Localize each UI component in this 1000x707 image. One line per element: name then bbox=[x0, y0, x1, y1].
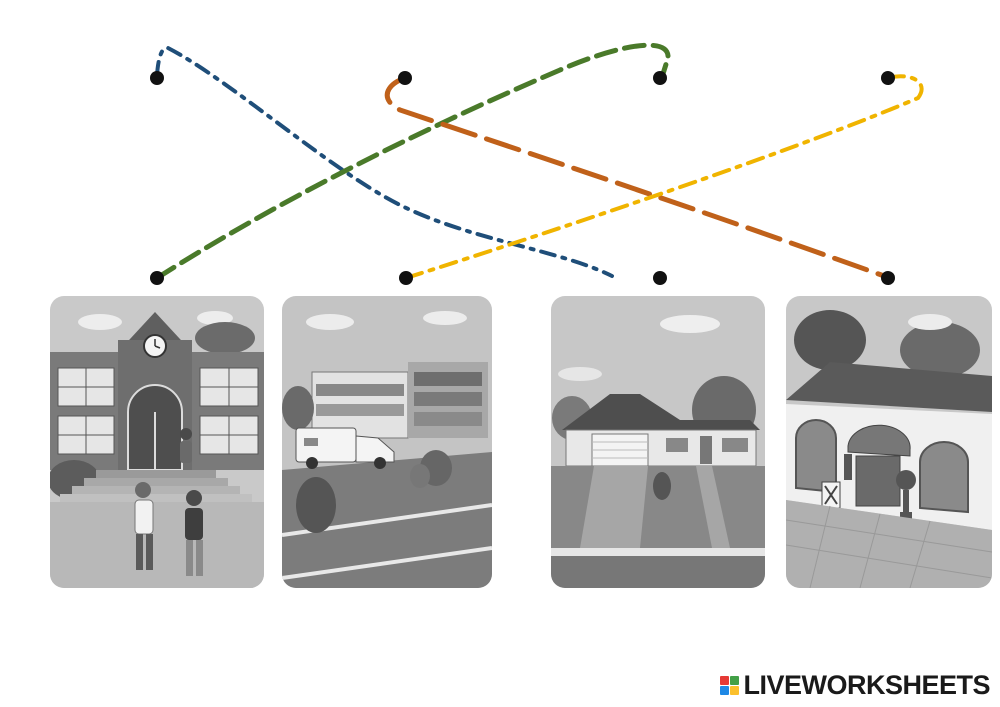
logo-block bbox=[730, 676, 740, 685]
cloud bbox=[78, 314, 122, 330]
tree bbox=[282, 386, 314, 430]
sign-board-icon bbox=[821, 481, 841, 509]
bush bbox=[296, 477, 336, 533]
top-dots bbox=[150, 71, 895, 85]
orange-long-dash-line[interactable] bbox=[385, 75, 890, 280]
logo-text: LIVEWORKSHEETS bbox=[743, 670, 990, 700]
yellow-dash-dot-line[interactable] bbox=[404, 74, 924, 280]
shop-window bbox=[795, 419, 837, 494]
liveworksheets-logo: LIVEWORKSHEETS bbox=[720, 672, 990, 699]
logo-block bbox=[720, 686, 730, 695]
cloud bbox=[558, 367, 602, 381]
shop-window bbox=[919, 441, 969, 514]
sidewalk bbox=[786, 500, 992, 588]
tree bbox=[900, 322, 980, 378]
dot-3[interactable] bbox=[653, 71, 667, 85]
dot-4[interactable] bbox=[881, 71, 895, 85]
house-roof bbox=[562, 394, 760, 430]
logo-block bbox=[720, 676, 730, 685]
dot-d[interactable] bbox=[881, 271, 895, 285]
house-card[interactable] bbox=[551, 296, 765, 588]
bush bbox=[653, 472, 671, 500]
child-figure bbox=[180, 428, 192, 463]
dot-1[interactable] bbox=[150, 71, 164, 85]
cloud bbox=[660, 315, 720, 333]
cloud bbox=[908, 314, 952, 330]
street bbox=[551, 556, 765, 588]
tree bbox=[195, 322, 255, 354]
sidewalk bbox=[551, 548, 765, 556]
cloud bbox=[423, 311, 467, 325]
bush bbox=[410, 464, 430, 488]
dot-c[interactable] bbox=[653, 271, 667, 285]
dot-2[interactable] bbox=[398, 71, 412, 85]
cloud bbox=[197, 311, 233, 325]
shop-card[interactable] bbox=[786, 296, 992, 588]
tree bbox=[794, 310, 866, 370]
shop-awning bbox=[847, 424, 911, 457]
liveworksheets-logo-icon bbox=[720, 676, 740, 695]
child-figure bbox=[185, 490, 203, 576]
bottom-dots bbox=[150, 271, 895, 285]
matching-lines bbox=[154, 42, 924, 281]
dot-b[interactable] bbox=[399, 271, 413, 285]
school-card[interactable] bbox=[48, 296, 264, 588]
shop-door bbox=[855, 455, 901, 507]
hospital-card[interactable] bbox=[282, 296, 492, 588]
ambulance bbox=[295, 427, 395, 469]
child-figure bbox=[134, 482, 154, 570]
shop-roof bbox=[786, 362, 992, 412]
dot-a[interactable] bbox=[150, 271, 164, 285]
potted-plant bbox=[896, 470, 916, 490]
logo-block bbox=[730, 686, 740, 695]
cloud bbox=[306, 314, 354, 330]
driveway bbox=[580, 466, 648, 548]
blue-dash-dot-line[interactable] bbox=[155, 45, 614, 278]
steps bbox=[96, 470, 216, 478]
green-dashed-line[interactable] bbox=[154, 42, 671, 281]
walkway bbox=[696, 466, 730, 548]
